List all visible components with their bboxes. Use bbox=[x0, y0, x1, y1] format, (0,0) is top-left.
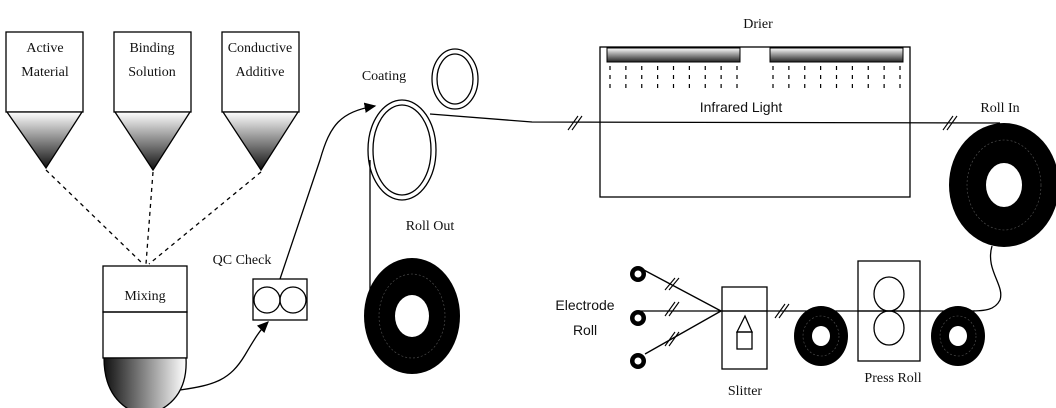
break-mark bbox=[567, 115, 958, 131]
roll-out-spool: Roll Out bbox=[364, 219, 460, 374]
qc-label: QC Check bbox=[213, 253, 272, 268]
roll-out-label: Roll Out bbox=[406, 219, 455, 234]
slitter-label: Slitter bbox=[728, 384, 763, 399]
slitter: Slitter bbox=[721, 286, 768, 399]
infrared-light-label: Infrared Light bbox=[700, 99, 783, 115]
drier-label: Drier bbox=[743, 17, 773, 32]
mixing-tank: Mixing bbox=[102, 265, 188, 408]
press-roll-label: Press Roll bbox=[864, 371, 921, 386]
web-roll-in-to-press bbox=[969, 245, 1002, 312]
hopper-label: Active bbox=[26, 41, 63, 56]
transfer-roll bbox=[794, 306, 848, 366]
flow-qc-to-coating bbox=[279, 102, 377, 280]
slitter-blade-icon bbox=[735, 314, 753, 333]
roll-in-label: Roll In bbox=[980, 101, 1019, 116]
roll-in-spool: Roll In bbox=[949, 101, 1056, 247]
electrode-label: Roll bbox=[573, 322, 597, 338]
hopper-label: Material bbox=[21, 65, 69, 80]
hopper-active-material: Active Material bbox=[5, 31, 84, 170]
flow-mixer-to-qc bbox=[179, 321, 269, 391]
transfer-roll bbox=[931, 306, 985, 366]
web-electrode-bottom bbox=[644, 310, 722, 355]
hopper-label: Binding bbox=[129, 41, 174, 56]
web-coated bbox=[429, 113, 1001, 124]
qc-check-unit: QC Check bbox=[213, 253, 308, 321]
hopper-label: Solution bbox=[128, 65, 175, 80]
drier: Drier Infrared Light bbox=[599, 17, 911, 198]
hopper-conductive-additive: Conductive Additive bbox=[221, 31, 300, 172]
hopper-label: Conductive bbox=[228, 41, 293, 56]
break-mark bbox=[664, 277, 790, 347]
feed-lines bbox=[45, 169, 262, 265]
coating-rollers: Coating bbox=[362, 48, 479, 201]
hopper-binding-solution: Binding Solution bbox=[113, 31, 192, 172]
infrared-rays bbox=[609, 66, 901, 92]
hopper-label: Additive bbox=[236, 65, 285, 80]
press-roll: Press Roll bbox=[857, 260, 922, 386]
electrode-rolls: Electrode Roll bbox=[555, 266, 646, 369]
web-electrode-top bbox=[641, 268, 722, 312]
electrode-label: Electrode bbox=[555, 297, 614, 313]
coating-label: Coating bbox=[362, 69, 406, 84]
infrared-heater bbox=[769, 47, 904, 63]
infrared-heater bbox=[606, 47, 741, 63]
mixing-label: Mixing bbox=[124, 289, 165, 304]
